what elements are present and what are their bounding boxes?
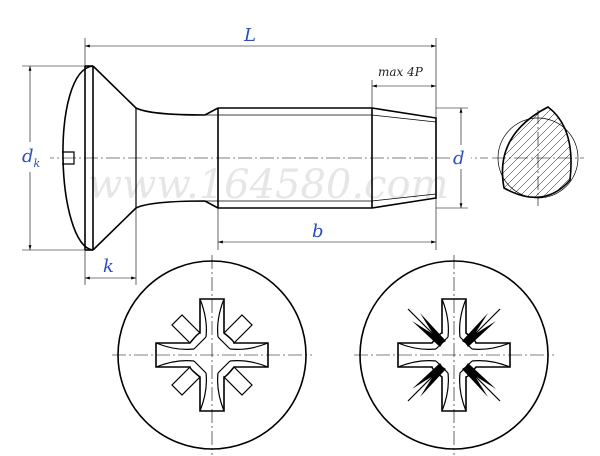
head-view-pozidriv — [354, 255, 554, 455]
section-hatching — [502, 107, 572, 198]
watermark-text: www.164580.com — [88, 162, 449, 208]
dim-dk-bg — [18, 142, 50, 172]
phillips-lobe-br — [223, 366, 253, 396]
dim-d-bg — [451, 145, 471, 169]
dim-label-dk-sub: k — [34, 157, 41, 170]
head-view-phillips — [112, 255, 312, 455]
dim-label-dk-main: d — [22, 146, 34, 167]
phillips-lobe-tr — [223, 314, 253, 344]
neck-top — [135, 107, 219, 116]
cone-bottom — [92, 207, 137, 251]
tip-bottom-minor — [371, 193, 437, 202]
pozidriv-wing-left — [397, 342, 437, 368]
tip-top-minor — [371, 114, 437, 123]
phillips-inner-lines — [193, 336, 231, 374]
phillips-lobe-bl — [171, 366, 201, 396]
pozidriv-star-spikes — [407, 308, 501, 402]
pozidriv-wing-right — [471, 342, 511, 368]
dim-label-thread-length: b — [312, 221, 324, 242]
tip-taper — [371, 107, 437, 209]
phillips-wing-right — [229, 342, 269, 368]
dim-label-tip: max 4P — [378, 65, 424, 79]
phillips-wing-top — [199, 298, 225, 338]
head-dome — [62, 65, 94, 251]
dim-label-length: L — [243, 25, 256, 46]
dimensions: L max 4P dk d b k — [18, 25, 471, 285]
dim-label-head-height: k — [103, 256, 114, 277]
pozidriv-wing-top — [441, 298, 467, 338]
neck-bottom — [135, 200, 219, 209]
phillips-lobe-tl — [171, 314, 201, 344]
trilobular-profile — [501, 106, 572, 199]
phillips-wing-bottom — [199, 372, 225, 412]
phillips-wing-left — [155, 342, 195, 368]
dim-label-thread-diameter: d — [453, 148, 465, 169]
thread-cross-section — [492, 106, 584, 206]
cone-top — [92, 65, 137, 109]
dim-label-head-diameter: dk — [22, 146, 41, 170]
head-recess-slot — [62, 151, 75, 165]
screw-side-view — [18, 65, 488, 251]
pozidriv-wing-bottom — [441, 372, 467, 412]
